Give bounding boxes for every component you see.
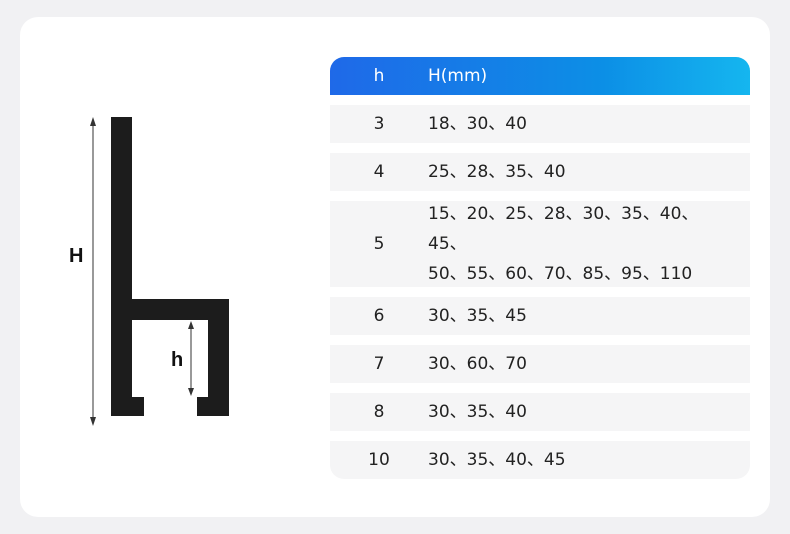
height-dimension-arrow (90, 117, 96, 426)
profile-diagram: H h (69, 117, 229, 426)
cell-H: 18、30、40 (428, 114, 527, 134)
table-row: 6 30、35、45 (330, 297, 750, 335)
table-row: 7 30、60、70 (330, 345, 750, 383)
cell-H: 15、20、25、28、30、35、40、45、 50、55、60、70、85、… (428, 199, 750, 289)
cell-h: 4 (373, 162, 385, 182)
cell-H-line-2: 50、55、60、70、85、95、110 (428, 264, 693, 284)
table-row: 4 25、28、35、40 (330, 153, 750, 191)
cell-h: 3 (373, 114, 385, 134)
table-row: 8 30、35、40 (330, 393, 750, 431)
cell-H: 30、35、45 (428, 306, 527, 326)
label-H: H (69, 245, 83, 267)
header-H: H(mm) (428, 66, 488, 86)
cell-h: 6 (373, 306, 385, 326)
table-row: 10 30、35、40、45 (330, 441, 750, 479)
cell-h: 10 (368, 450, 390, 470)
cell-H-line-1: 15、20、25、28、30、35、40、45、 (428, 204, 699, 254)
cell-h: 7 (373, 354, 385, 374)
label-h: h (171, 349, 183, 371)
table-row: 5 15、20、25、28、30、35、40、45、 50、55、60、70、8… (330, 201, 750, 287)
spec-table: h H(mm) 3 18、30、40 4 25、28、35、40 5 15、20… (330, 57, 750, 479)
profile-shape (111, 117, 229, 416)
cell-h: 5 (373, 234, 385, 254)
cell-H: 25、28、35、40 (428, 162, 566, 182)
header-h: h (373, 66, 385, 86)
table-row: 3 18、30、40 (330, 105, 750, 143)
table-header: h H(mm) (330, 57, 750, 95)
cell-h: 8 (373, 402, 385, 422)
inner-height-dimension-arrow (188, 321, 194, 396)
cell-H: 30、35、40 (428, 402, 527, 422)
cell-H: 30、35、40、45 (428, 450, 566, 470)
cell-H: 30、60、70 (428, 354, 527, 374)
